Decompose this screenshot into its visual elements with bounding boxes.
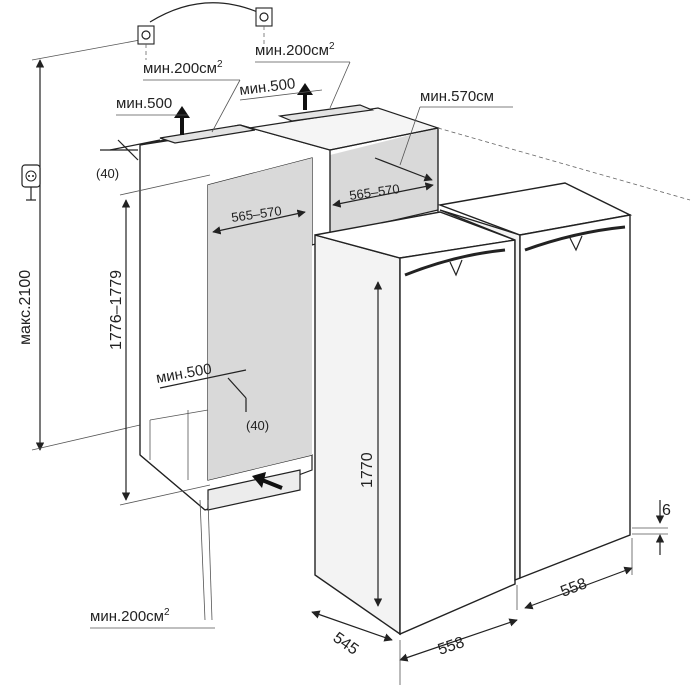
depth-min-top-right: мин.500 [238, 75, 323, 101]
ventilation-top-left: мин.200см2 [143, 59, 241, 133]
max-height-dimension: макс.2100 [17, 39, 141, 451]
depth-min-top-label: мин.570см [420, 88, 494, 105]
niche-dimensions: 565–570 565–570 (40) 1776–1779 (40) [96, 139, 434, 621]
vent-top-left-label: мин.200см [143, 60, 217, 77]
unit-width-1-label: 558 [436, 634, 467, 659]
svg-text:мин.200см2: мин.200см2 [143, 59, 223, 77]
unit-depth-label: 545 [330, 629, 362, 658]
depth-min-top-left: мин.500 [109, 95, 188, 151]
fridge-unit-2 [437, 182, 633, 582]
vent-bottom-sup: 2 [164, 607, 170, 618]
vent-top-right-sup: 2 [329, 41, 335, 52]
niche-height-label: 1776–1779 [108, 270, 125, 350]
unit-height-label: 1770 [359, 452, 376, 488]
width-left-label: 565–570 [230, 203, 282, 225]
gap-bottom-label: (40) [246, 418, 269, 433]
vent-top-right-label: мин.200см [255, 42, 329, 59]
ventilation-bottom: мин.200см2 [90, 607, 215, 629]
unit-width-2-label: 558 [558, 575, 589, 600]
socket-icon [21, 164, 41, 201]
vent-top-left-sup: 2 [217, 59, 223, 70]
depth-left-label: мин.500 [116, 95, 172, 112]
ventilation-top-right: мин.200см2 [255, 41, 351, 109]
vent-bottom-label: мин.200см [90, 608, 164, 625]
svg-text:мин.200см2: мин.200см2 [255, 41, 335, 59]
offset-label: 6 [662, 502, 671, 519]
door-hinge-symbols [137, 2, 273, 60]
airflow-arrows [174, 83, 313, 490]
gap-top-label: (40) [96, 166, 119, 181]
depth-min-570: мин.570см [399, 88, 513, 166]
max-height-label: макс.2100 [17, 270, 34, 345]
width-right-label: 565–570 [348, 181, 400, 203]
fridge-unit-1 [314, 211, 518, 636]
svg-text:мин.200см2: мин.200см2 [90, 607, 170, 625]
depth-right-label: мин.500 [238, 75, 296, 99]
cabinet-niche [139, 104, 441, 511]
